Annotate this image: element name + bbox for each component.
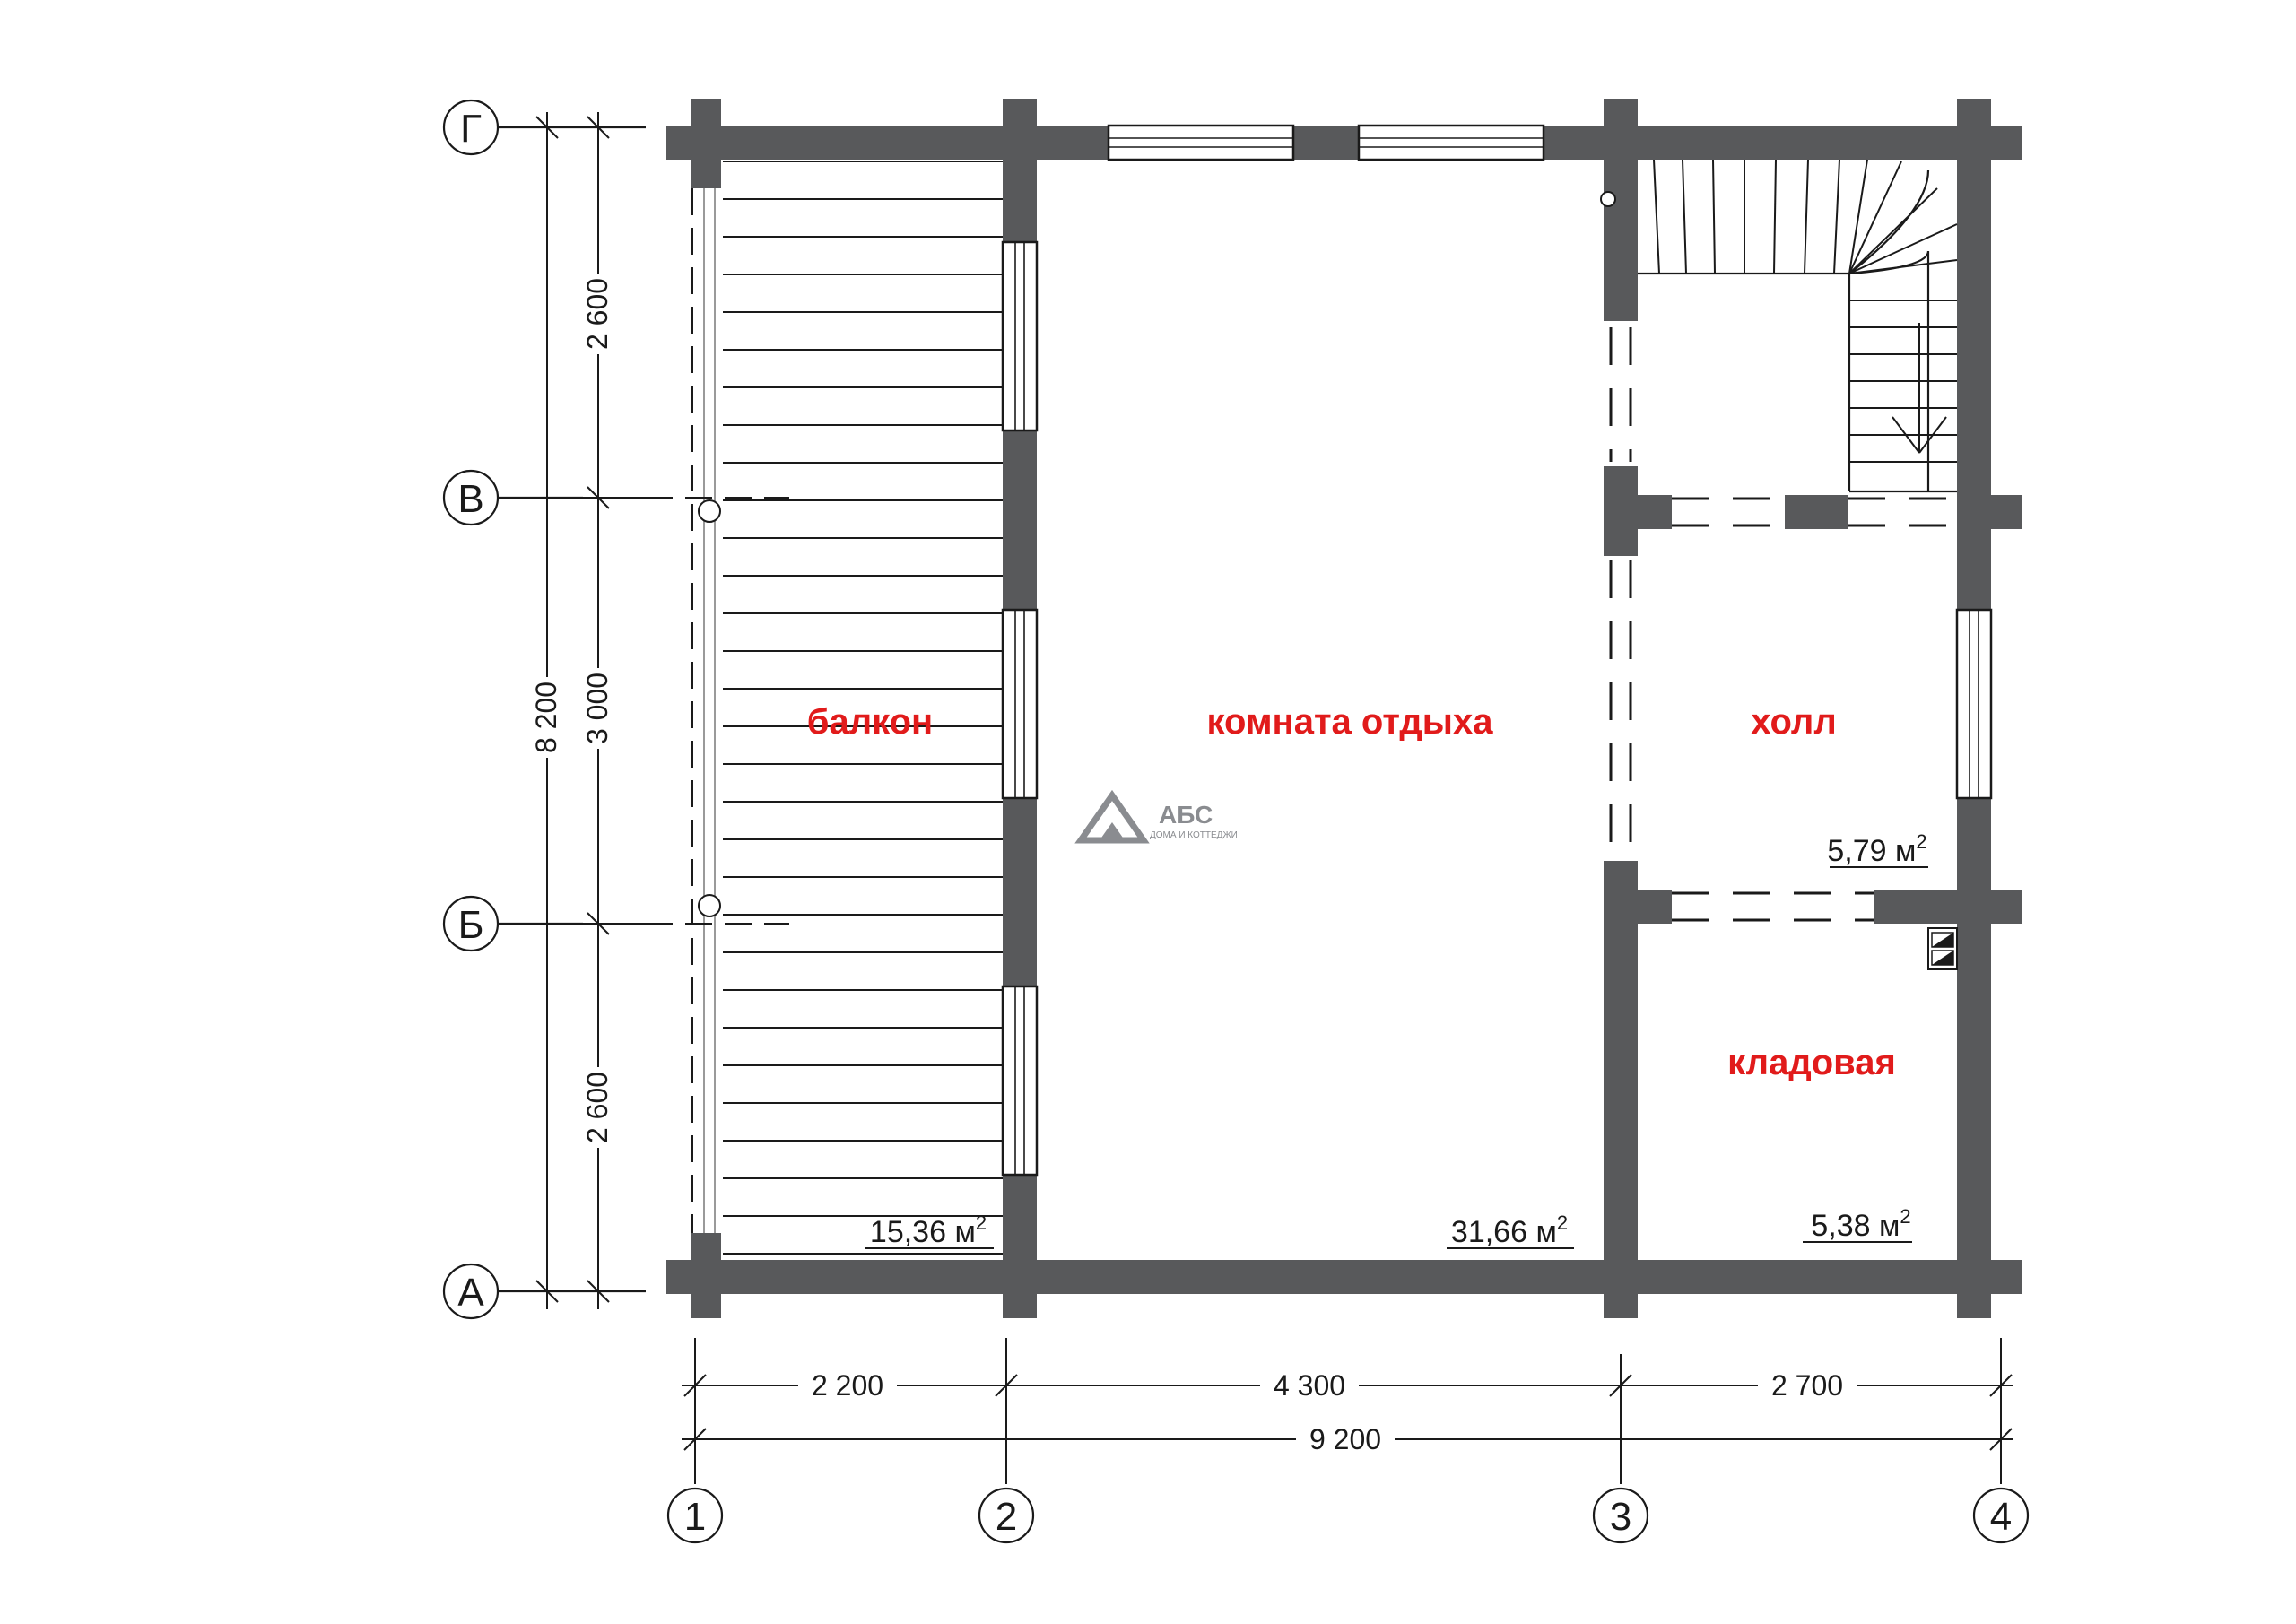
left-dimensions: 8 200 2 600 3 000 2 600 [529, 112, 646, 1309]
company-logo: АБС ДОМА И КОТТЕДЖИ [1074, 789, 1238, 844]
axis-col-3: 3 [1610, 1495, 1631, 1539]
axis-col-1: 1 [684, 1495, 706, 1539]
stair-tread [1653, 159, 1660, 274]
dim-left-mid: 3 000 [581, 673, 613, 744]
room-labels: балкон комната отдыха холл кладовая [807, 702, 1896, 1082]
room-hall-name: холл [1751, 702, 1837, 742]
balcony-railing [698, 184, 721, 1238]
room-storage-name: кладовая [1727, 1043, 1896, 1082]
axis-row-a: А [457, 1271, 484, 1315]
axis-row-v: В [457, 477, 483, 521]
window-axis2-3 [1001, 985, 1039, 1177]
dim-bottom-c: 2 700 [1771, 1369, 1843, 1402]
window-axis4 [1955, 608, 1993, 800]
stair-tread [1804, 159, 1809, 274]
axis-col-2: 2 [996, 1495, 1017, 1539]
window-top-2 [1357, 124, 1545, 161]
stair-tread [1712, 159, 1716, 274]
room-storage-area: 5,38 м2 [1811, 1205, 1910, 1243]
stair-tread [1848, 187, 1938, 274]
stair-tread [1833, 159, 1840, 274]
dim-bottom-b: 4 300 [1274, 1369, 1345, 1402]
dim-bottom-a: 2 200 [812, 1369, 883, 1402]
axis-col-4: 4 [1990, 1495, 2012, 1539]
room-hall-area: 5,79 м2 [1827, 830, 1926, 868]
dim-left-total: 8 200 [530, 682, 562, 753]
axis-lines [646, 188, 789, 1238]
dim-left-top: 2 600 [581, 278, 613, 350]
stair-tread [1848, 259, 1958, 274]
room-balcony-name: балкон [807, 702, 933, 742]
fixture-icon [1600, 191, 1616, 207]
row-axis-markers: Г В Б А [442, 99, 646, 1320]
room-rest-name: комната отдыха [1207, 702, 1494, 742]
stair-tread [1848, 223, 1958, 274]
door-openings [1609, 327, 1955, 922]
windows [1001, 124, 1993, 1177]
stair-tread [1682, 159, 1687, 274]
logo-title: АБС [1159, 801, 1213, 829]
col-axis-markers: 1 2 3 4 [666, 1487, 2030, 1544]
bottom-dimensions: 2 200 4 300 2 700 9 200 [682, 1338, 2013, 1484]
area-labels: 15,36 м2 31,66 м2 5,79 м2 5,38 м2 [865, 830, 1928, 1249]
logo-subtitle: ДОМА И КОТТЕДЖИ [1150, 830, 1238, 840]
staircase [1638, 159, 1958, 493]
room-rest-area: 31,66 м2 [1451, 1211, 1568, 1249]
window-top-1 [1107, 124, 1295, 161]
stair-tread [1773, 159, 1777, 274]
dim-bottom-total: 9 200 [1309, 1423, 1381, 1455]
room-balcony-area: 15,36 м2 [870, 1211, 987, 1249]
ventilation-icon [1927, 927, 1958, 970]
axis-row-b: Б [458, 903, 484, 947]
stair-tread [1848, 159, 1868, 274]
stair-tread [1848, 161, 1902, 274]
dim-left-bot: 2 600 [581, 1072, 613, 1143]
window-axis2-2 [1001, 608, 1039, 800]
window-axis2-1 [1001, 240, 1039, 432]
axis-row-g: Г [460, 107, 482, 151]
balcony-deck [723, 161, 1003, 1255]
